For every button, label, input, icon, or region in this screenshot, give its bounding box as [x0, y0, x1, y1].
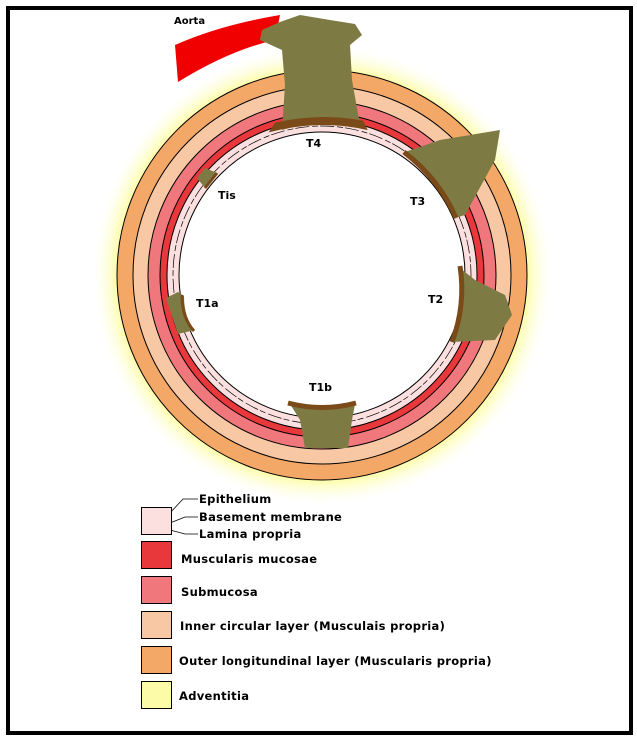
stage-label-t1a: T1a	[196, 297, 219, 310]
tumor-t1b-edge	[287, 400, 357, 410]
tumor-t1a-edge	[180, 294, 196, 333]
stage-label-t3: T3	[410, 195, 426, 208]
tumor-t4-edge	[268, 116, 368, 133]
tumor-t3	[405, 130, 500, 218]
stage-label-t2: T2	[428, 293, 444, 306]
tumor-t2-edge	[449, 265, 465, 343]
aorta-shape	[175, 15, 280, 82]
legend-swatch-mucosa	[141, 507, 172, 535]
tumor-t2	[452, 268, 512, 342]
legend-label-outer-longitudinal: Outer longitundinal layer (Muscularis pr…	[179, 654, 492, 668]
tumor-t1b	[290, 404, 355, 448]
legend-label-inner-circular: Inner circular layer (Musculais propria)	[180, 619, 446, 633]
legend-connector-lines	[169, 498, 198, 535]
tumor-t4	[260, 15, 362, 130]
stage-label-tis: Tis	[218, 189, 236, 202]
frame-border	[6, 6, 633, 735]
legend-swatch-submucosa	[141, 576, 172, 604]
legend-label-muscularis-mucosae: Muscularis mucosae	[181, 552, 318, 566]
legend-label-adventitia: Adventitia	[179, 689, 250, 703]
stage-label-t1b: T1b	[309, 381, 333, 394]
legend-label-epithelium: Epithelium	[199, 492, 272, 506]
aorta-label: Aorta	[174, 16, 206, 27]
tumor-tis-edge	[203, 172, 219, 189]
legend-swatch-adventitia	[141, 681, 172, 709]
legend-swatch-inner-circular	[141, 611, 172, 639]
legend-label-basement-membrane: Basement membrane	[199, 510, 343, 524]
legend-label-submucosa: Submucosa	[181, 585, 258, 599]
legend-label-lamina-propria: Lamina propria	[199, 527, 302, 541]
legend-swatch-muscularis-mucosae	[141, 541, 172, 569]
tumor-t3-edge	[402, 150, 459, 219]
stage-label-t4: T4	[306, 137, 322, 150]
tumor-tis	[197, 168, 217, 188]
legend-swatch-outer-longitudinal	[141, 646, 172, 674]
